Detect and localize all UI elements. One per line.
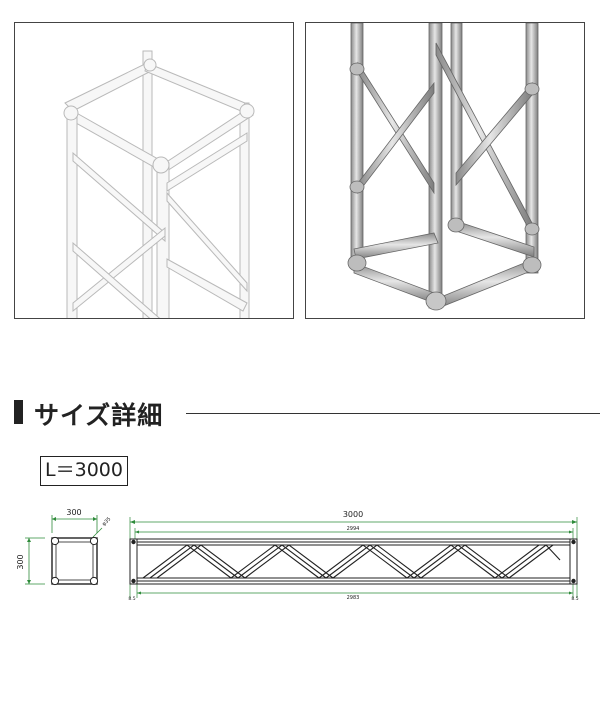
bottom-length-label: 2983	[347, 595, 360, 601]
end-offset-left-label: 8.5	[128, 596, 135, 602]
side-elevation-view: 3000 2994 2983 8.5 8.5	[128, 510, 578, 602]
heading-bar	[14, 400, 23, 424]
section-title: サイズ詳細	[34, 401, 164, 430]
heading-divider	[186, 413, 600, 414]
right-end-post	[569, 538, 578, 585]
diagonal-lacing	[142, 544, 561, 579]
cross-section-width-label: 300	[66, 508, 81, 517]
section-heading: サイズ詳細	[14, 396, 600, 430]
left-end-post	[129, 538, 138, 585]
truss-photo-top-closeup	[14, 22, 294, 319]
cross-section-outline	[51, 537, 98, 585]
length-spec-box: L＝3000	[40, 456, 128, 486]
tube-diameter-label: φ35	[101, 516, 112, 527]
cross-section-view: 300 300 φ35	[16, 508, 112, 586]
end-offset-right-label: 8.5	[571, 596, 578, 602]
truss-photo-bottom-end	[305, 22, 585, 319]
total-length-label: 3000	[343, 510, 363, 519]
inner-length-label: 2994	[347, 526, 360, 532]
cross-section-height-label: 300	[16, 554, 25, 569]
truss-technical-drawing: 300 300 φ35	[16, 508, 579, 602]
